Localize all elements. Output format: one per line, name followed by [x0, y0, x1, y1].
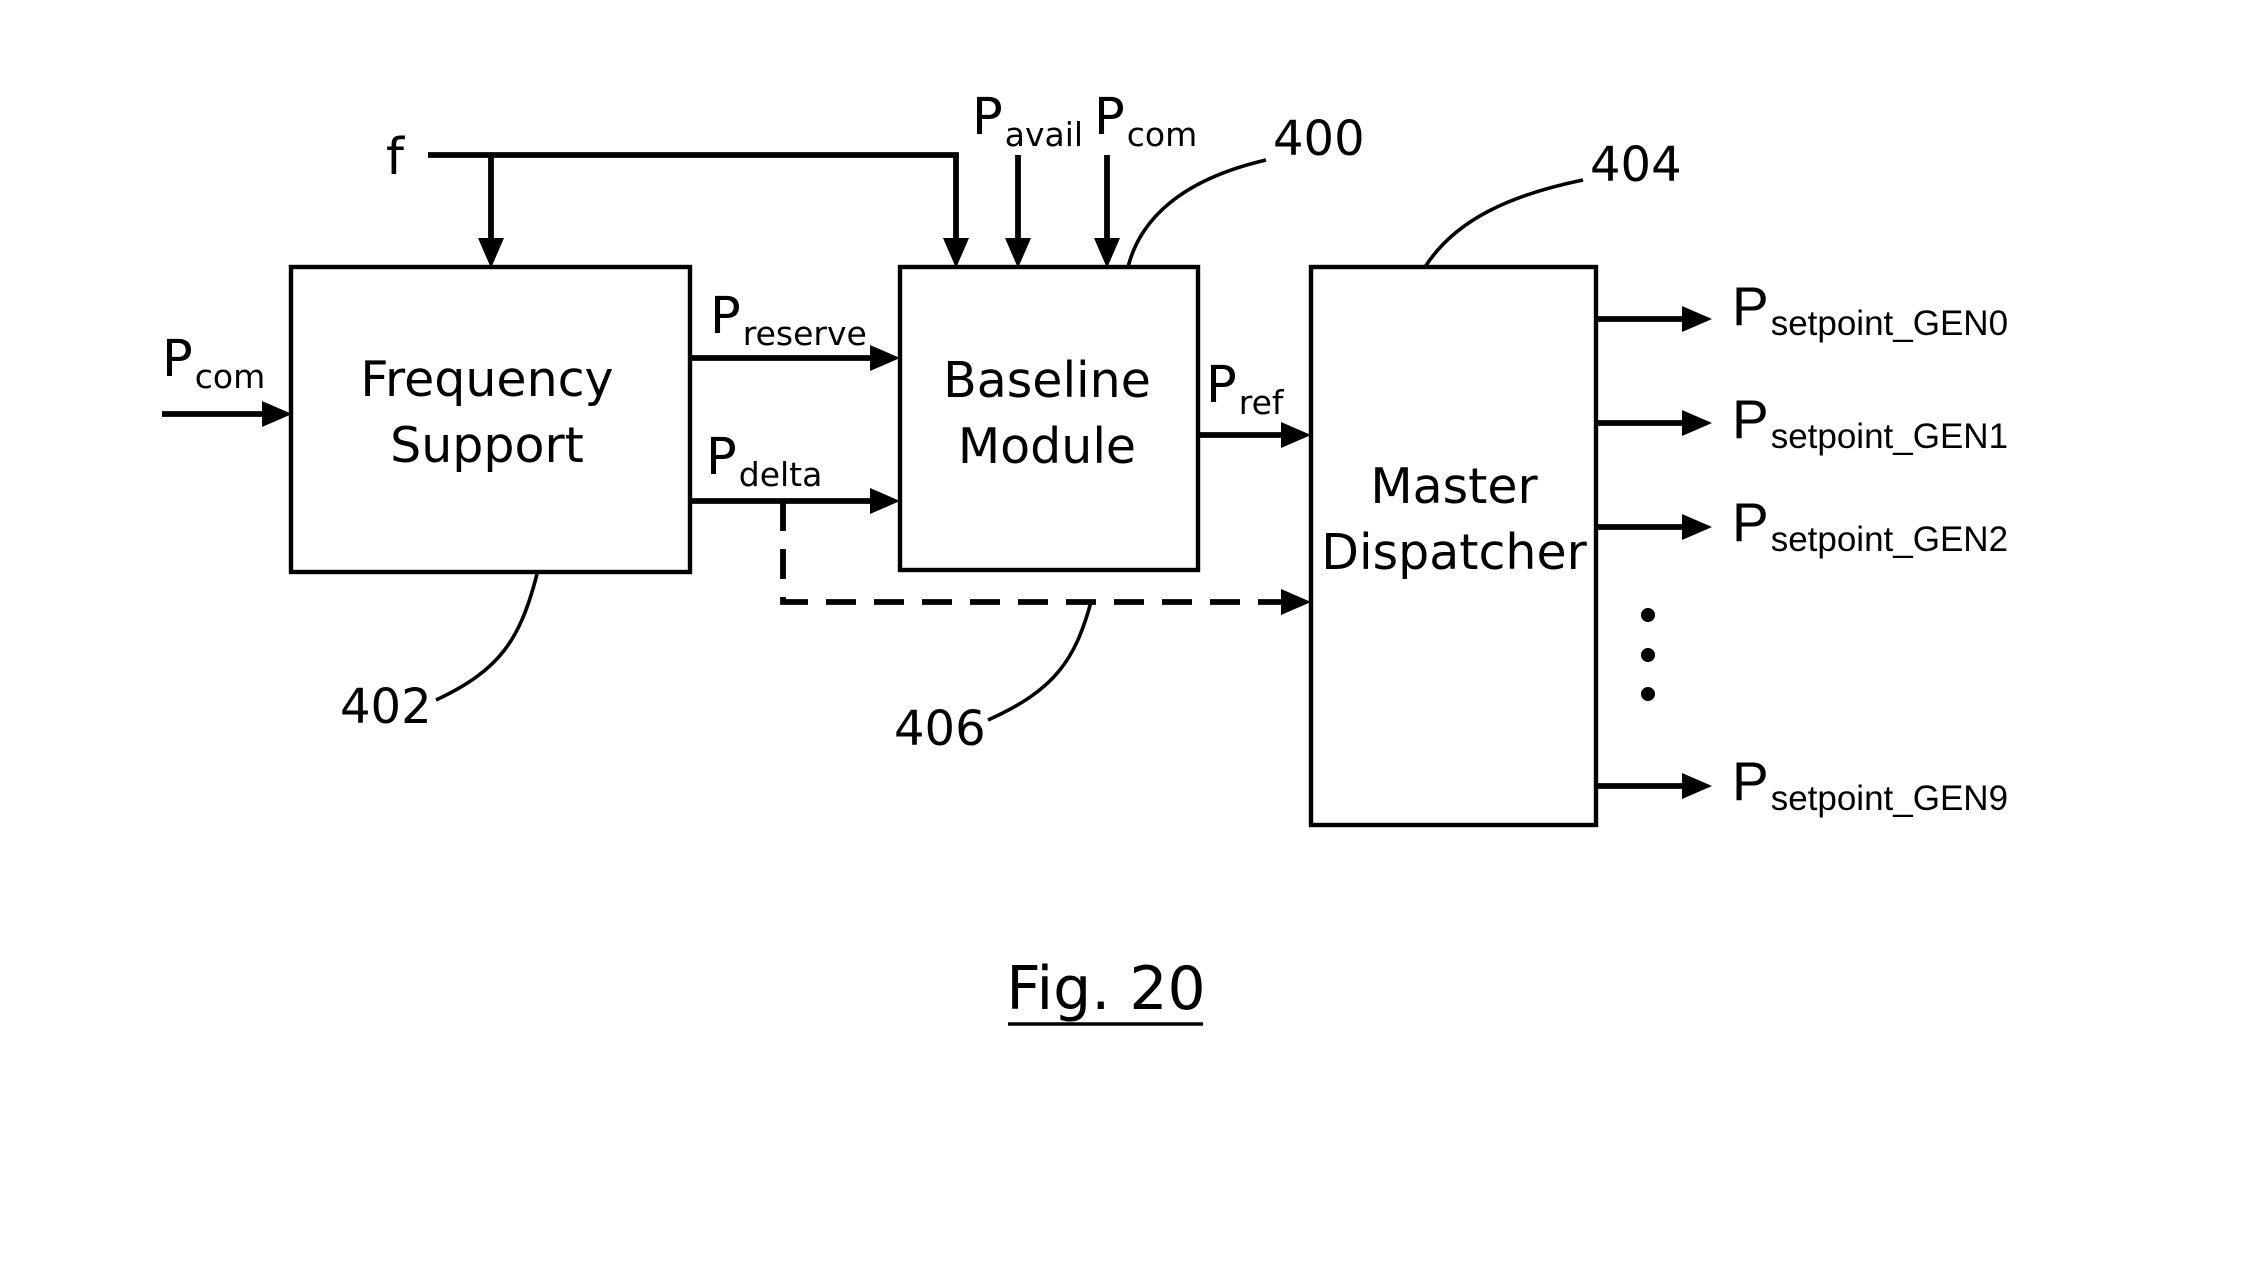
- dashed-bypass-arrowhead: [1281, 589, 1311, 615]
- frequency-support-label-line2: Support: [390, 417, 584, 474]
- leader-line-400: [1126, 158, 1267, 268]
- signal-f-label: f: [386, 128, 405, 187]
- p-com-input-arrowhead: [262, 401, 292, 427]
- leader-line-402: [435, 573, 539, 702]
- ref-numeral-402: 402: [340, 679, 432, 735]
- master-dispatcher-label-line1: Master: [1370, 458, 1538, 515]
- p-com-input-label: Pcom: [162, 330, 265, 396]
- p-avail-arrowhead: [1005, 238, 1031, 268]
- master-dispatcher-label-line2: Dispatcher: [1321, 524, 1587, 581]
- output-gen1-arrowhead: [1682, 410, 1712, 436]
- p-delta-arrowhead: [870, 488, 900, 514]
- ref-numeral-404: 404: [1590, 137, 1682, 193]
- baseline-module-label-line1: Baseline: [943, 352, 1151, 409]
- output-gen0-label: Psetpoint_GEN0: [1732, 275, 2008, 343]
- p-ref-arrowhead: [1281, 422, 1311, 448]
- p-reserve-label: Preserve: [710, 287, 867, 353]
- ellipsis-dot-3: [1641, 687, 1655, 701]
- signal-f-wire: [428, 152, 959, 242]
- ref-numeral-400: 400: [1273, 111, 1365, 167]
- output-gen0-arrowhead: [1682, 306, 1712, 332]
- baseline-module-block: [897, 264, 1201, 573]
- baseline-module-label-line2: Module: [958, 418, 1136, 475]
- p-avail-label: Pavail: [972, 88, 1083, 154]
- figure-caption: Fig. 20: [1006, 954, 1205, 1024]
- output-gen2-label: Psetpoint_GEN2: [1732, 491, 2008, 559]
- ellipsis-dot-1: [1641, 608, 1655, 622]
- leader-line-406: [987, 601, 1093, 722]
- p-com-top-label: Pcom: [1094, 88, 1197, 154]
- signal-f-to-baseline-arrowhead: [943, 238, 969, 268]
- master-dispatcher-block: [1308, 264, 1599, 828]
- p-com-top-arrowhead: [1094, 238, 1120, 268]
- output-gen1-label: Psetpoint_GEN1: [1732, 388, 2008, 456]
- p-reserve-arrowhead: [870, 345, 900, 371]
- leader-line-404: [1423, 178, 1584, 268]
- output-gen9-label: Psetpoint_GEN9: [1732, 750, 2008, 818]
- output-gen9-arrowhead: [1682, 773, 1712, 799]
- frequency-support-block: [288, 264, 693, 575]
- dashed-bypass-wire: [780, 501, 1285, 605]
- ellipsis-dot-2: [1641, 648, 1655, 662]
- p-delta-label: Pdelta: [706, 428, 822, 494]
- output-gen2-arrowhead: [1682, 514, 1712, 540]
- ref-numeral-406: 406: [894, 701, 986, 757]
- p-ref-label: Pref: [1206, 356, 1285, 422]
- frequency-support-label-line1: Frequency: [360, 351, 613, 408]
- signal-f-to-frequency-support-arrowhead: [478, 238, 504, 268]
